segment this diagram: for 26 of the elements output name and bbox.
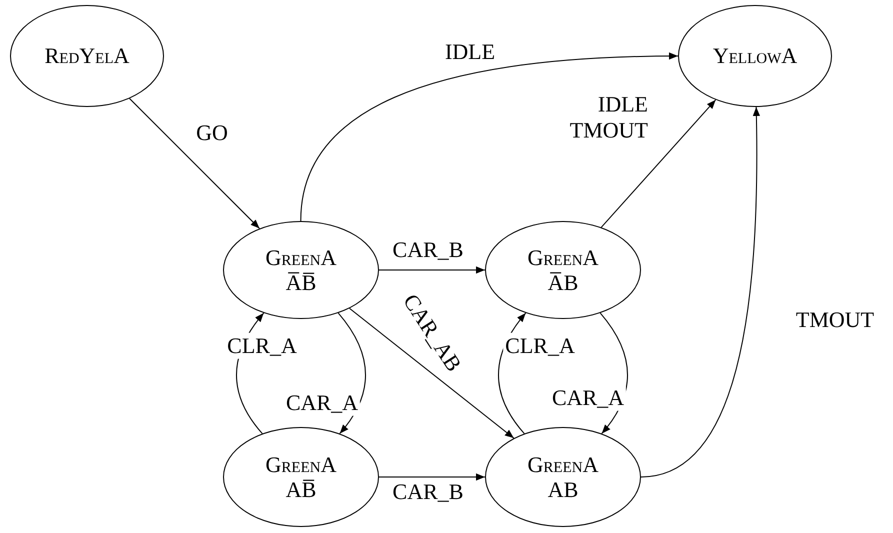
state-ellipse bbox=[485, 427, 641, 527]
state-ellipse bbox=[485, 221, 641, 319]
edge-label: CAR_A bbox=[550, 384, 626, 412]
arrow bbox=[349, 308, 514, 439]
state-condition: AB bbox=[548, 477, 578, 502]
state-condition: A̅B̅ bbox=[286, 270, 316, 296]
arrow bbox=[338, 312, 366, 434]
state-name: GreenA bbox=[266, 452, 336, 477]
state-name: GreenA bbox=[528, 244, 598, 270]
arrow bbox=[640, 106, 760, 478]
state-name: GreenA bbox=[528, 452, 598, 477]
state-name: RedYelA bbox=[44, 43, 130, 69]
arrow bbox=[600, 99, 716, 228]
state-name: YellowA bbox=[712, 43, 798, 69]
state-ellipse bbox=[223, 427, 379, 527]
state-ellipse bbox=[10, 5, 164, 107]
state-name: GreenA bbox=[266, 244, 336, 270]
edge-label: CLR_A bbox=[225, 332, 299, 360]
state-condition: A̅B bbox=[548, 270, 578, 296]
arrow bbox=[378, 473, 486, 481]
arrow bbox=[129, 98, 260, 229]
state-ellipse bbox=[223, 221, 379, 319]
arrow bbox=[378, 266, 486, 274]
state-ellipse bbox=[678, 5, 832, 107]
state-condition: AB̅ bbox=[286, 477, 316, 502]
arrow bbox=[300, 52, 678, 222]
